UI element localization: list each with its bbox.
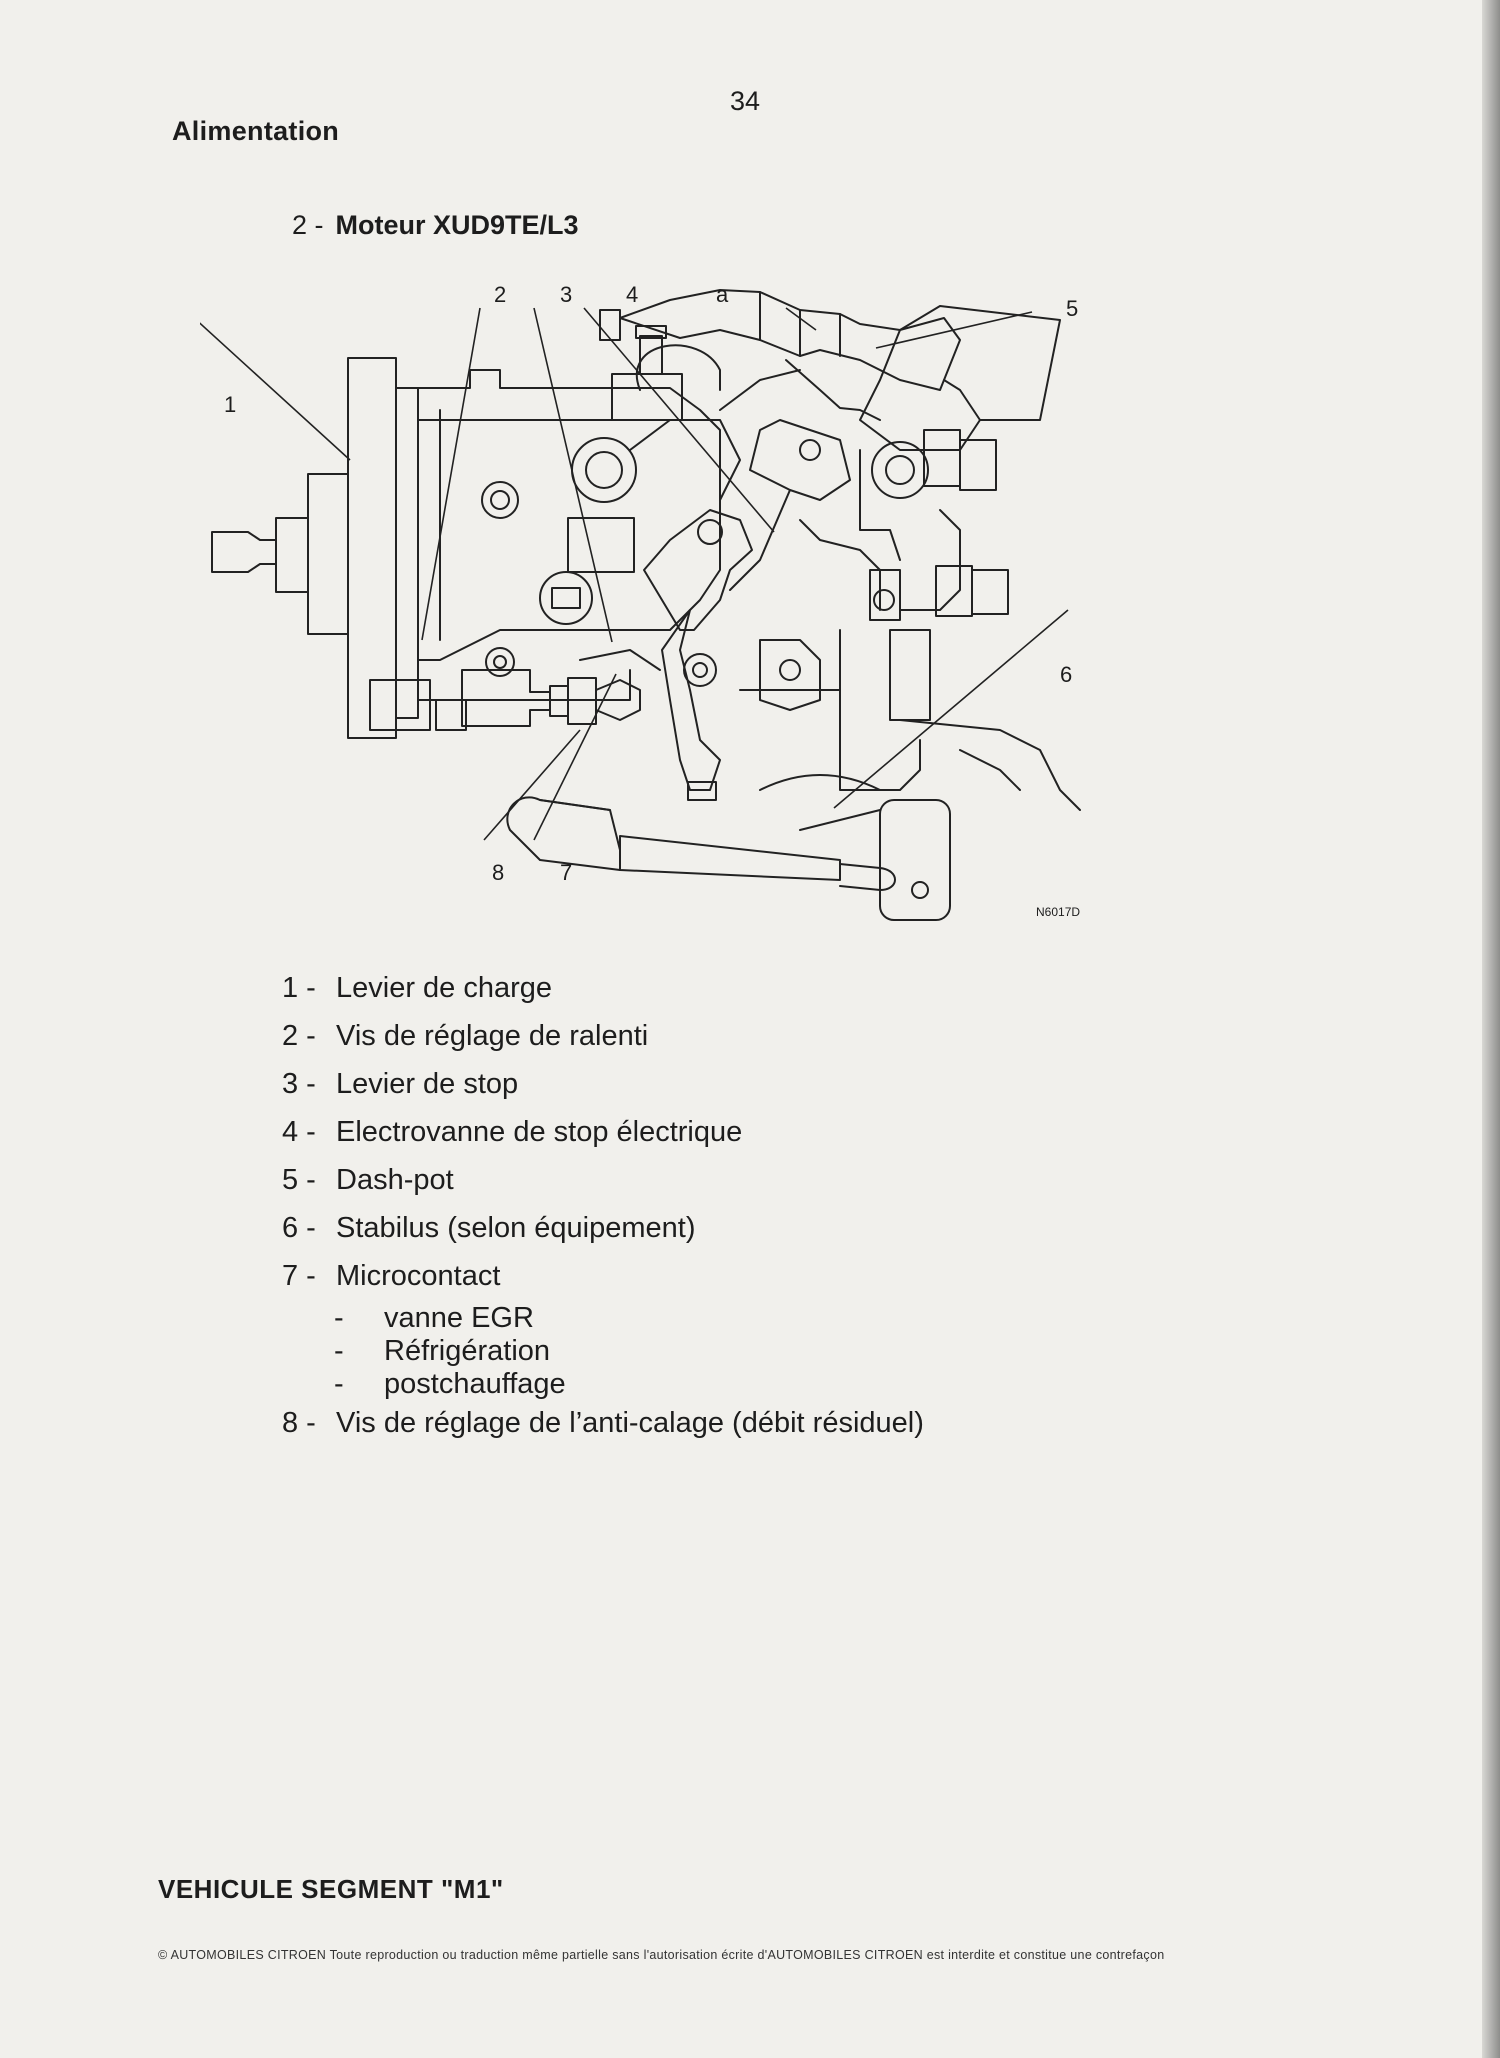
legend-text: Dash-pot xyxy=(336,1164,454,1196)
sublist-text: Réfrigération xyxy=(384,1335,551,1367)
legend-number: 8 - xyxy=(282,1407,316,1439)
legend-number: 5 - xyxy=(282,1164,316,1196)
injection-pump-diagram: 1 2 3 4 a 5 6 7 8 N6017D xyxy=(200,282,1081,921)
legend-number: 3 - xyxy=(282,1068,316,1100)
figure-reference: N6017D xyxy=(1036,905,1080,919)
legend-item: 7 - Microcontact xyxy=(282,1260,924,1308)
page-edge-shadow xyxy=(1482,0,1500,2058)
sublist-text: vanne EGR xyxy=(384,1302,534,1334)
section-title: Alimentation xyxy=(172,116,340,146)
legend-text: Microcontact xyxy=(336,1260,501,1292)
legend-number: 6 - xyxy=(282,1212,316,1244)
legend-text: Levier de stop xyxy=(336,1068,519,1100)
legend-item: 6 - Stabilus (selon équipement) xyxy=(282,1212,924,1260)
sublist-text: postchauffage xyxy=(384,1368,566,1400)
legend-number: 4 - xyxy=(282,1116,316,1148)
legend-text: Electrovanne de stop électrique xyxy=(336,1116,743,1148)
legend-item: 3 - Levier de stop xyxy=(282,1068,924,1116)
subsection-number: 2 - xyxy=(292,210,324,240)
legend-item: 8 - Vis de réglage de l’anti-calage (débi… xyxy=(282,1407,924,1455)
legend-number: 1 - xyxy=(282,972,316,1004)
legend-item: 4 - Electrovanne de stop électrique xyxy=(282,1116,924,1164)
subsection-heading: 2 - Moteur XUD9TE/L3 xyxy=(292,210,579,241)
label-2: 2 xyxy=(494,282,506,307)
legend-text: Levier de charge xyxy=(336,972,553,1004)
legend-list: 1 - Levier de charge 2 - Vis de réglage de… xyxy=(282,972,924,1455)
sublist-item: - Réfrigération xyxy=(334,1335,924,1368)
legend-item: 2 - Vis de réglage de ralenti xyxy=(282,1020,924,1068)
footer-title: VEHICULE SEGMENT "M1" xyxy=(158,1874,504,1904)
sublist-dash: - xyxy=(334,1368,344,1400)
label-1: 1 xyxy=(224,392,236,417)
legend-item: 1 - Levier de charge xyxy=(282,972,924,1020)
label-4: 4 xyxy=(626,282,638,307)
legend-number: 2 - xyxy=(282,1020,316,1052)
subsection-title: Moteur XUD9TE/L3 xyxy=(335,210,579,240)
label-3: 3 xyxy=(560,282,572,307)
copyright-notice: © AUTOMOBILES CITROEN Toute reproduction… xyxy=(158,1948,1165,1962)
label-7: 7 xyxy=(560,860,572,885)
legend-number: 7 - xyxy=(282,1260,316,1292)
sublist-item: - vanne EGR xyxy=(334,1302,924,1335)
legend-text: Vis de réglage de l’anti-calage (débit r… xyxy=(336,1407,924,1439)
label-6: 6 xyxy=(1060,662,1072,687)
sublist-dash: - xyxy=(334,1335,344,1367)
legend-text: Stabilus (selon équipement) xyxy=(336,1212,696,1244)
label-a: a xyxy=(716,282,729,307)
label-8: 8 xyxy=(492,860,504,885)
microcontact-sublist: - vanne EGR - Réfrigération - postchauffage xyxy=(334,1302,924,1401)
legend-item: 5 - Dash-pot xyxy=(282,1164,924,1212)
sublist-dash: - xyxy=(334,1302,344,1334)
legend-text: Vis de réglage de ralenti xyxy=(336,1020,649,1052)
label-5: 5 xyxy=(1066,296,1078,321)
page-number: 34 xyxy=(730,86,761,116)
sublist-item: - postchauffage xyxy=(334,1368,924,1401)
